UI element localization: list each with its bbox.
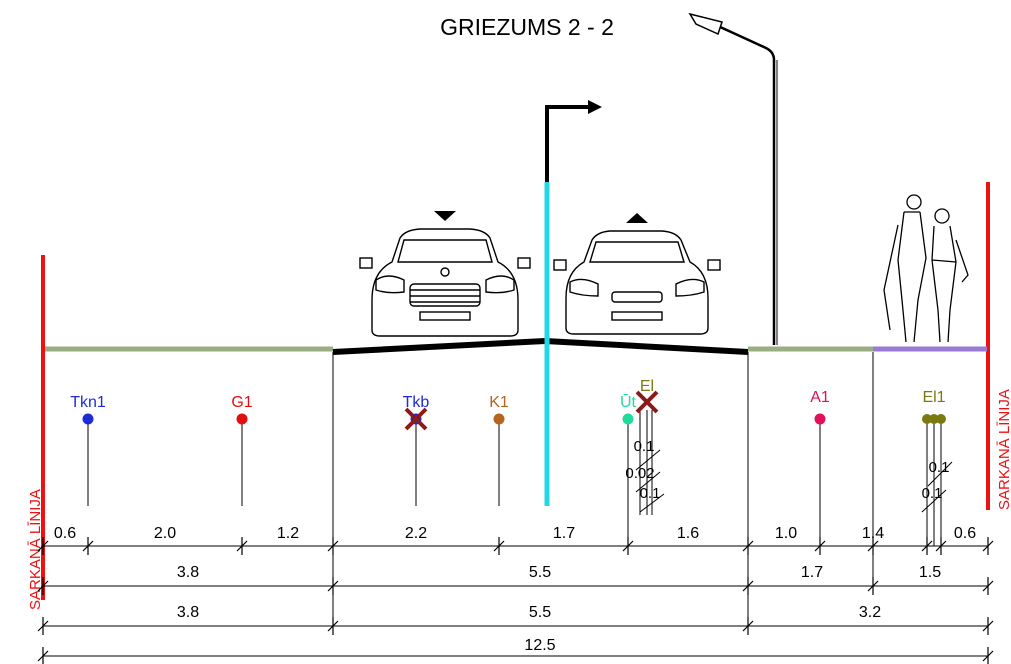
direction-arrowhead-icon — [588, 100, 602, 114]
offset-label-center-3: 0.1 — [640, 485, 661, 502]
offset-label-right-1: 0.1 — [929, 459, 950, 476]
red-line-label-left: SARKANĀ LĪNIJA — [27, 489, 44, 610]
direction-down-triangle-icon — [434, 211, 456, 221]
dim-r4-0: 12.5 — [524, 637, 555, 654]
offset-label-center-1: 0.1 — [634, 438, 655, 455]
red-line-label-right: SARKANĀ LĪNIJA — [996, 389, 1011, 510]
dim-r1-8: 0.6 — [954, 525, 976, 542]
dim-r1-3: 2.2 — [405, 525, 427, 542]
dim-r1-6: 1.0 — [775, 525, 797, 542]
car-icon-right — [553, 230, 721, 335]
removed-cross-icon — [635, 390, 659, 414]
dim-r2-2: 1.7 — [801, 564, 823, 581]
direction-sign-arrow — [545, 105, 590, 182]
dimension-ticks — [37, 537, 994, 664]
removed-cross-icon — [404, 407, 428, 431]
dim-r1-4: 1.7 — [553, 525, 575, 542]
utility-ut: Ūt — [620, 393, 637, 546]
dim-r1-7: 1.4 — [862, 525, 884, 542]
dim-r3-2: 3.2 — [859, 604, 881, 621]
dim-r3-1: 5.5 — [529, 604, 551, 621]
carriageway-surface — [332, 337, 749, 355]
utility-el1: El1 0.1 0.1 — [922, 389, 953, 546]
dim-r1-2: 1.2 — [277, 525, 299, 542]
dim-r1-5: 1.6 — [677, 525, 699, 542]
utility-g1: G1 — [231, 394, 253, 506]
utility-label-tkn1: Tkn1 — [70, 394, 106, 411]
street-lamp-pole — [717, 24, 776, 345]
offset-label-center-2: 0.02 — [625, 465, 654, 482]
street-lamp-head-icon — [688, 12, 723, 36]
dim-r1-1: 2.0 — [154, 525, 176, 542]
dim-r3-0: 3.8 — [177, 604, 199, 621]
utility-label-tkb: Tkb — [403, 394, 430, 411]
utility-a1: A1 — [810, 389, 830, 546]
dim-r2-0: 3.8 — [177, 564, 199, 581]
dim-r1-0: 0.6 — [54, 525, 76, 542]
dim-r2-3: 1.5 — [919, 564, 941, 581]
direction-up-triangle-icon — [626, 213, 648, 223]
utility-el: El 0.1 0.02 0.1 — [625, 378, 665, 515]
utility-label-el: El — [640, 378, 654, 395]
utility-label-ut: Ūt — [620, 393, 637, 411]
utility-k1: K1 — [489, 394, 509, 506]
car-icon-left — [359, 228, 531, 337]
utility-tkb: Tkb — [403, 394, 430, 506]
utility-tkn1: Tkn1 — [70, 394, 106, 506]
dimension-lines — [43, 545, 988, 657]
dimension-labels: 0.6 2.0 1.2 2.2 1.7 1.6 1.0 1.4 0.6 3.8 … — [54, 525, 976, 654]
utility-label-k1: K1 — [489, 394, 509, 411]
offset-label-right-2: 0.1 — [922, 485, 943, 502]
pedestrians-icon — [883, 194, 969, 343]
utility-label-el1: El1 — [922, 389, 945, 406]
dim-r2-1: 5.5 — [529, 564, 551, 581]
utility-label-a1: A1 — [810, 389, 830, 406]
utility-label-g1: G1 — [231, 394, 252, 411]
drawing-title: GRIEZUMS 2 - 2 — [440, 14, 614, 40]
